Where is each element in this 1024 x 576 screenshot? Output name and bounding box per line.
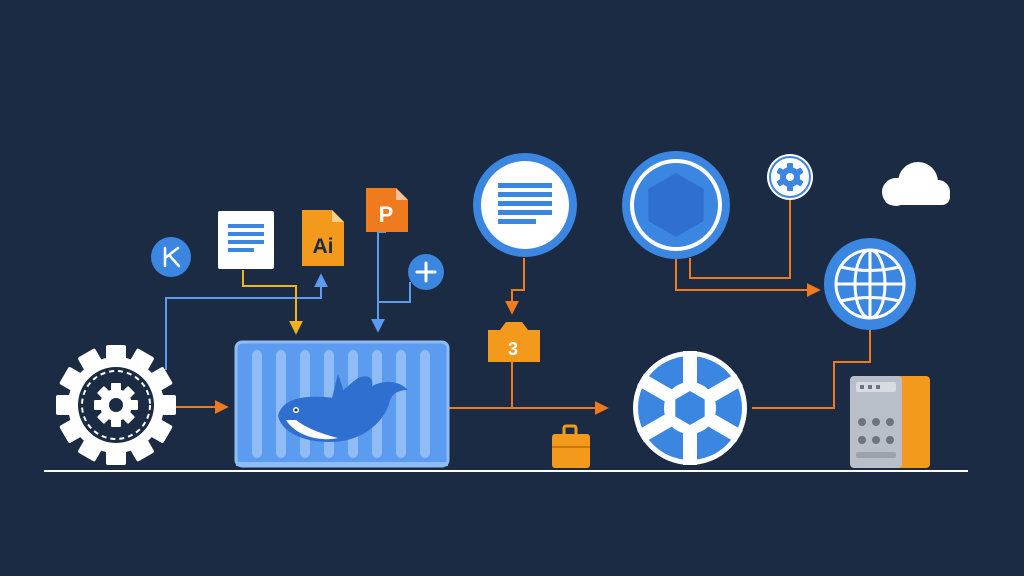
- plus-badge-icon: [408, 254, 444, 290]
- connector-small-gear-to-globe: [689, 198, 791, 279]
- hexagon-circle-icon: [622, 151, 730, 259]
- connector-doc-circle-to-folder: [505, 258, 525, 315]
- cloud-icon: [882, 162, 950, 206]
- connector-hexagon-to-globe: [675, 258, 821, 297]
- connector-p-file-to-container: [371, 231, 386, 333]
- small-gear-circle-icon: [767, 154, 813, 200]
- helm-wheel-icon: [633, 351, 747, 465]
- connector-plus-to-p-line: [378, 282, 411, 303]
- p-file-icon: P: [366, 188, 408, 232]
- briefcase-icon: [552, 424, 590, 468]
- connector-document-to-container: [242, 270, 303, 335]
- ai-file-icon: Ai: [302, 210, 344, 266]
- connector-gear-to-ai-file: [165, 273, 328, 370]
- docker-whale-icon: [278, 374, 408, 442]
- p-file-label: P: [379, 202, 394, 227]
- connector-helm-to-globe: [752, 330, 871, 409]
- globe-icon: [824, 238, 916, 330]
- folder-label: 3: [508, 339, 518, 359]
- folder-icon: 3: [488, 322, 540, 362]
- k-badge-icon: [151, 237, 191, 277]
- document-icon: [218, 211, 274, 269]
- server-icon: [850, 376, 930, 468]
- document-circle-icon: [473, 153, 577, 257]
- gear-icon: [56, 345, 176, 465]
- ai-file-label: Ai: [313, 235, 334, 258]
